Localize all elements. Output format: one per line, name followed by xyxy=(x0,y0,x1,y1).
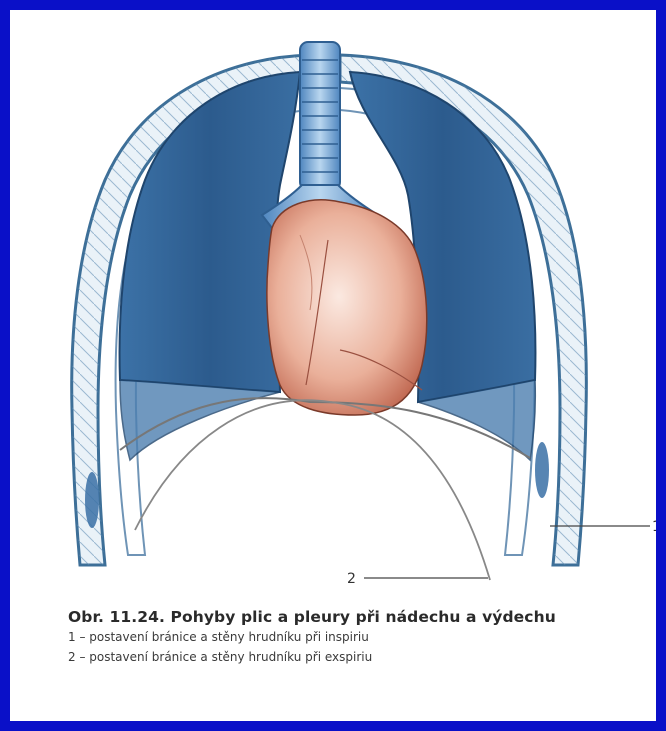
figure-frame: 1 2 Obr. 11.24. Pohyby plic a pleury při… xyxy=(10,10,656,721)
heart xyxy=(267,200,427,415)
caption-title: Obr. 11.24. Pohyby plic a pleury při nád… xyxy=(68,607,628,627)
figure-caption: Obr. 11.24. Pohyby plic a pleury při nád… xyxy=(68,607,628,667)
legend-item-2: 2 – postavení bránice a stěny hrudníku p… xyxy=(68,647,628,667)
callout-2-label: 2 xyxy=(347,571,356,587)
diaphragm-expiration xyxy=(135,400,490,580)
lungs-pleura-illustration: 1 2 xyxy=(10,10,656,600)
left-pleural-recess xyxy=(120,380,280,460)
callout-1-label: 1 xyxy=(652,519,656,535)
legend-item-1: 1 – postavení bránice a stěny hrudníku p… xyxy=(68,627,628,647)
